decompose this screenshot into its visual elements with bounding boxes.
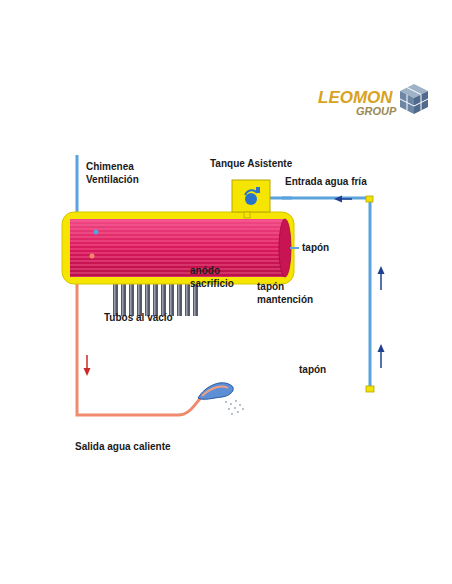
shower-head xyxy=(198,383,244,415)
logo-icon xyxy=(400,84,428,114)
logo-subtext: GROUP xyxy=(356,105,396,119)
part-label: anódo sacrificio xyxy=(190,265,238,290)
part-label: tapón mantención xyxy=(257,281,319,306)
node-title: Tanque Asistente xyxy=(210,158,292,169)
part-label: Tubos al vacío xyxy=(104,312,173,325)
part-label: Chimenea Ventilación xyxy=(86,161,154,186)
tank-label-node: Tanque Asistente xyxy=(210,158,292,169)
part-label: tapón xyxy=(299,364,326,377)
part-label: tapón xyxy=(302,242,329,255)
part-label: Entrada agua fría xyxy=(285,176,367,189)
part-label: Salida agua caliente xyxy=(75,441,171,454)
